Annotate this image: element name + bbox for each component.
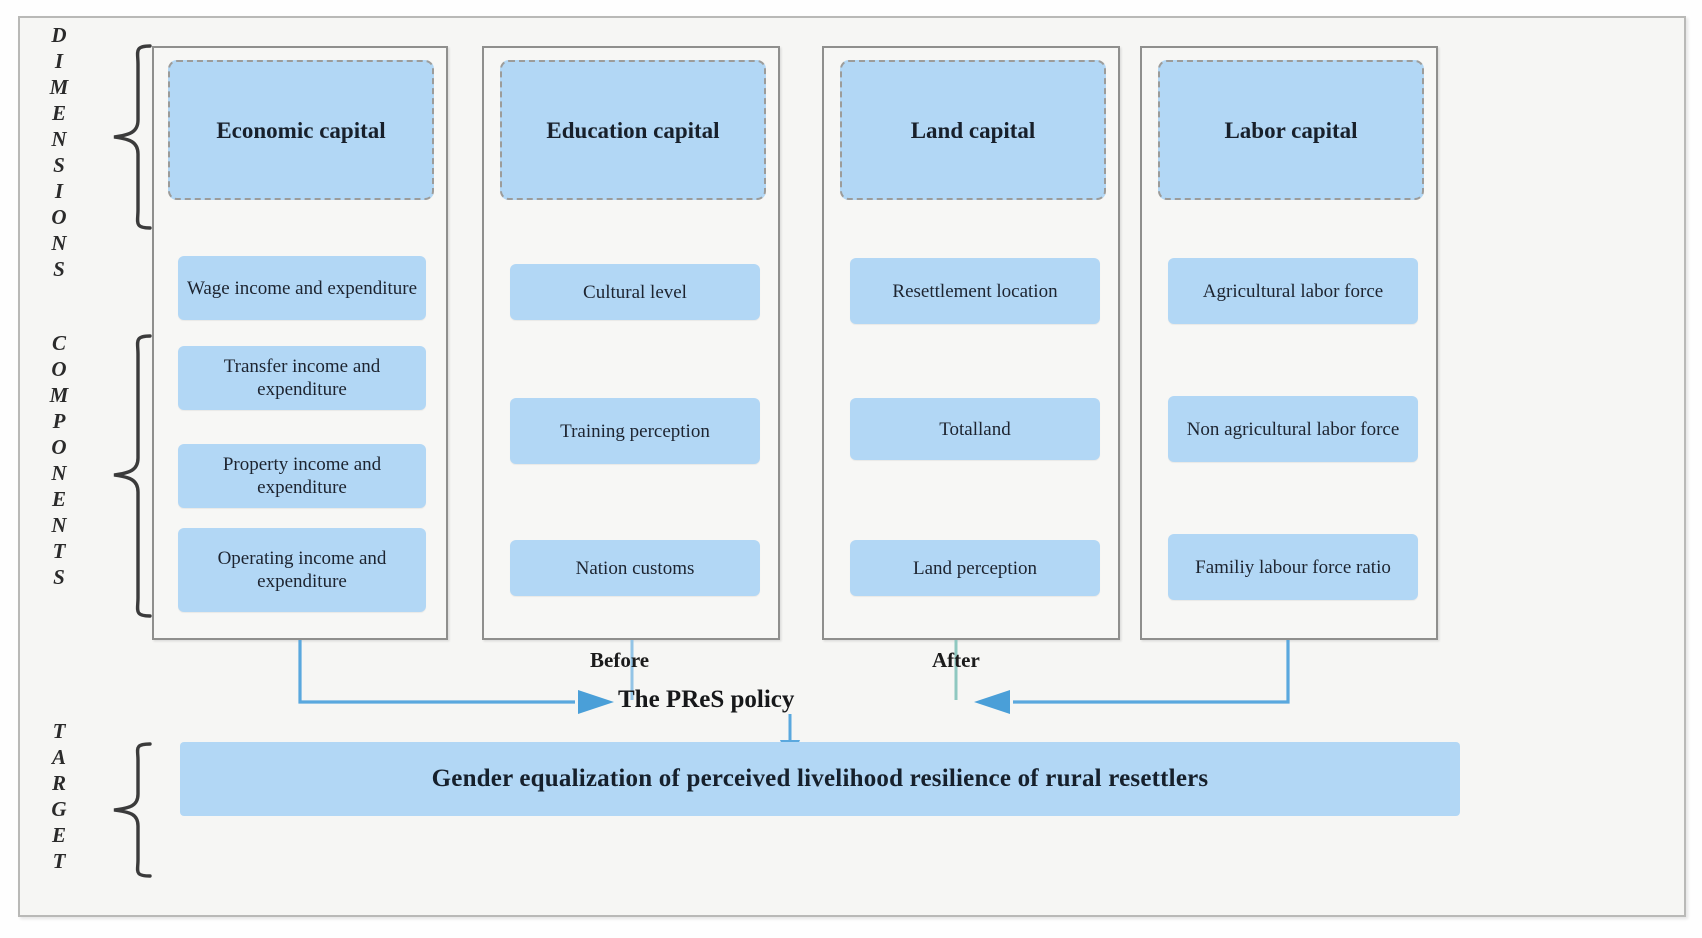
side-label-letter: A [51,745,66,769]
component-box-economic-3[interactable]: Operating income and expenditure [178,528,426,612]
component-label: Land perception [913,557,1037,579]
component-box-labor-2[interactable]: Familiy labour force ratio [1168,534,1418,600]
side-label-letter: O [51,205,67,229]
flow-label-before: Before [590,648,650,672]
flow-label-after: After [932,648,980,672]
side-label-letter: T [52,539,66,563]
component-label: Transfer income and expenditure [223,356,381,400]
component-label: Operating income and expenditure [217,548,387,592]
side-label-letter: O [51,435,67,459]
component-label: Cultural level [583,281,687,303]
component-label: Non agricultural labor force [1186,418,1400,440]
side-label-letter: O [51,357,67,381]
dimension-box-education[interactable]: Education capital [500,60,766,200]
side-label-letter: N [51,513,67,537]
side-label-letter: M [49,383,69,407]
component-box-economic-2[interactable]: Property income and expenditure [178,444,426,508]
side-label-letter: G [51,797,67,821]
component-box-land-2[interactable]: Land perception [850,540,1100,596]
component-box-land-1[interactable]: Totalland [850,398,1100,460]
dimension-box-economic[interactable]: Economic capital [168,60,434,200]
side-label-letter: E [51,101,66,125]
component-box-economic-0[interactable]: Wage income and expenditure [178,256,426,320]
side-label-letter: N [51,231,67,255]
brace-components [113,334,152,618]
side-label-letter: D [51,23,67,47]
target-box[interactable]: Gender equalization of perceived livelih… [180,742,1460,816]
side-label-letter: S [53,565,65,589]
target-label: Gender equalization of perceived livelih… [431,765,1209,792]
component-box-education-1[interactable]: Training perception [510,398,760,464]
brace-dimensions [113,44,152,230]
policy-label: The PReS policy [618,686,795,713]
side-label-letter: P [52,409,66,433]
component-label: Nation customs [575,557,695,579]
component-label: Agricultural labor force [1202,280,1384,302]
side-label-letter: I [54,179,64,203]
side-label-letter: N [51,461,67,485]
component-box-land-0[interactable]: Resettlement location [850,258,1100,324]
dimension-box-land[interactable]: Land capital [840,60,1106,200]
side-label-letter: S [53,153,65,177]
side-label-letter: M [49,75,69,99]
component-box-education-2[interactable]: Nation customs [510,540,760,596]
component-label: Familiy labour force ratio [1195,556,1391,578]
side-label-letter: E [51,487,66,511]
component-box-labor-1[interactable]: Non agricultural labor force [1168,396,1418,462]
component-label: Wage income and expenditure [186,277,418,299]
side-label-letter: R [51,771,66,795]
component-label: Training perception [560,420,710,442]
side-label-letter: N [51,127,67,151]
side-label-letter: T [52,849,66,873]
component-box-labor-0[interactable]: Agricultural labor force [1168,258,1418,324]
side-label-letter: S [53,257,65,281]
side-label-letter: E [51,823,66,847]
side-label-letter: C [51,331,66,355]
side-label-letter: T [52,719,66,743]
component-label: Property income and expenditure [222,454,382,498]
component-label: Totalland [939,418,1011,440]
brace-target [113,742,152,878]
dimension-label-labor: Labor capital [1224,117,1358,143]
component-label: Resettlement location [892,280,1058,302]
dimension-label-education: Education capital [546,117,720,143]
dimension-label-land: Land capital [910,117,1036,143]
side-label-letter: I [54,49,64,73]
component-box-economic-1[interactable]: Transfer income and expenditure [178,346,426,410]
dimension-box-labor[interactable]: Labor capital [1158,60,1424,200]
dimension-label-economic: Economic capital [216,117,386,143]
component-box-education-0[interactable]: Cultural level [510,264,760,320]
